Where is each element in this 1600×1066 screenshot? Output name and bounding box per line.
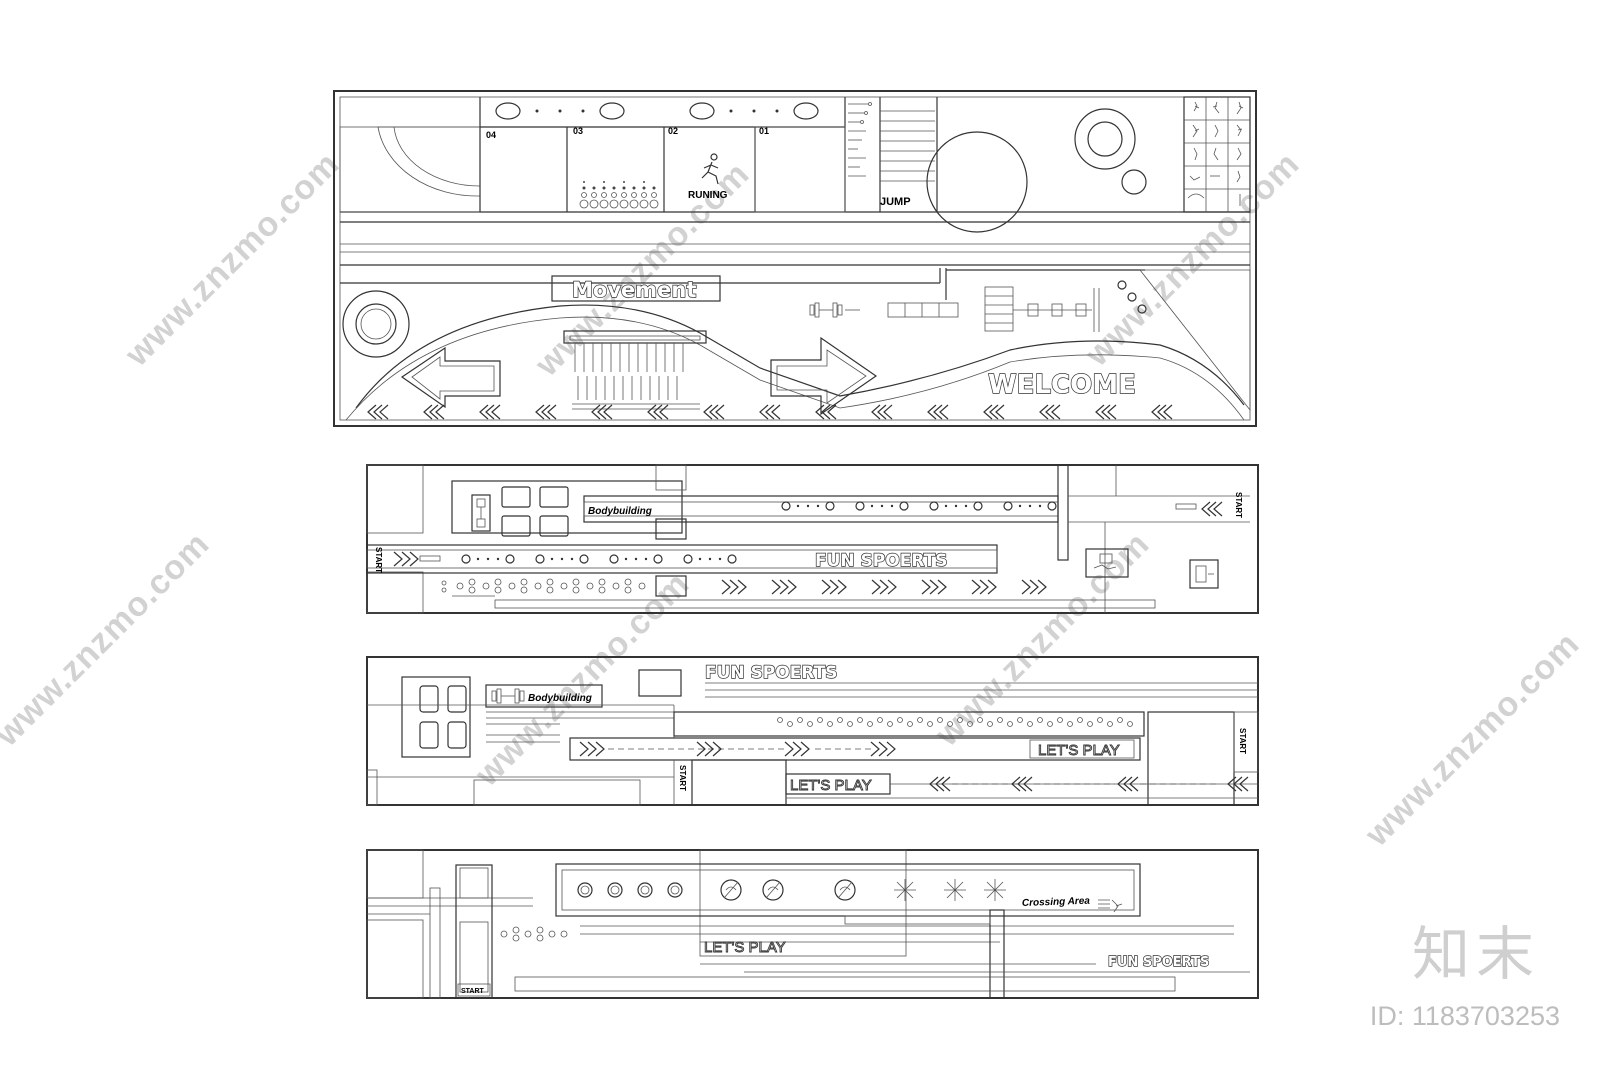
bodybuilding-label-3: Bodybuilding <box>528 693 592 704</box>
jump-label: JUMP <box>880 196 911 208</box>
running-label: RUNING <box>688 190 728 201</box>
fun-sports-label-2: FUN SPOERTS <box>815 551 948 571</box>
panel-4: START Crossing Area LET'S PLAY <box>366 849 1259 999</box>
circle-chain-4 <box>500 926 568 942</box>
equipment-icons <box>809 286 1100 332</box>
movement-label: Movement <box>572 278 696 302</box>
sports-icon-grid <box>1183 96 1251 213</box>
bay-dots <box>579 181 659 209</box>
start-label-3b: START <box>1238 728 1247 754</box>
ladder-ticks <box>848 102 872 177</box>
panel-3: FUN SPOERTS Bodybuilding <box>366 656 1259 806</box>
crossing-area-label: Crossing Area <box>1022 896 1091 909</box>
ball-icons <box>720 879 856 901</box>
image-id-label: ID: 1183703253 <box>1369 1001 1560 1031</box>
brand-logo: 知末 <box>1411 920 1540 988</box>
left-arrow <box>400 346 501 409</box>
start-label-4: START <box>461 988 485 995</box>
circle-chain-3 <box>777 717 1133 727</box>
start-label-3a: START <box>678 765 687 791</box>
bay-label-2: 03 <box>573 126 583 136</box>
bay-label-4: 01 <box>759 126 769 136</box>
fun-sports-label-4: FUN SPOERTS <box>1108 955 1209 970</box>
welcome-label: WELCOME <box>988 370 1136 400</box>
start-label-2a: START <box>374 547 383 573</box>
dumbbell-icon <box>471 494 491 532</box>
dot-chain-1 <box>781 501 1057 511</box>
chevron-row-2 <box>721 579 1047 595</box>
bar-grid <box>563 330 707 410</box>
lets-play-label-3a: LET'S PLAY <box>790 777 872 794</box>
panel-2: Bodybuilding START START FUN SPOERTS <box>366 464 1259 614</box>
lets-play-label-3b: LET'S PLAY <box>1038 742 1120 759</box>
circle-chain <box>441 578 646 594</box>
lets-play-label-4: LET'S PLAY <box>704 939 786 956</box>
bay-label-3: 02 <box>668 126 678 136</box>
dot-chain-2 <box>461 554 737 564</box>
panel-1: 04 03 02 01 RUNING <box>333 90 1257 427</box>
fun-sports-label-3: FUN SPOERTS <box>705 663 838 683</box>
start-label-2b: START <box>1234 492 1243 518</box>
bodybuilding-label: Bodybuilding <box>588 506 652 517</box>
snowflake-icons <box>894 879 1006 901</box>
right-arrow <box>770 336 878 416</box>
runner-icon <box>701 153 719 185</box>
jump-lines <box>880 110 935 182</box>
chevron-row <box>367 404 1173 420</box>
oval-row <box>495 102 819 120</box>
bay-label-1: 04 <box>486 130 496 140</box>
